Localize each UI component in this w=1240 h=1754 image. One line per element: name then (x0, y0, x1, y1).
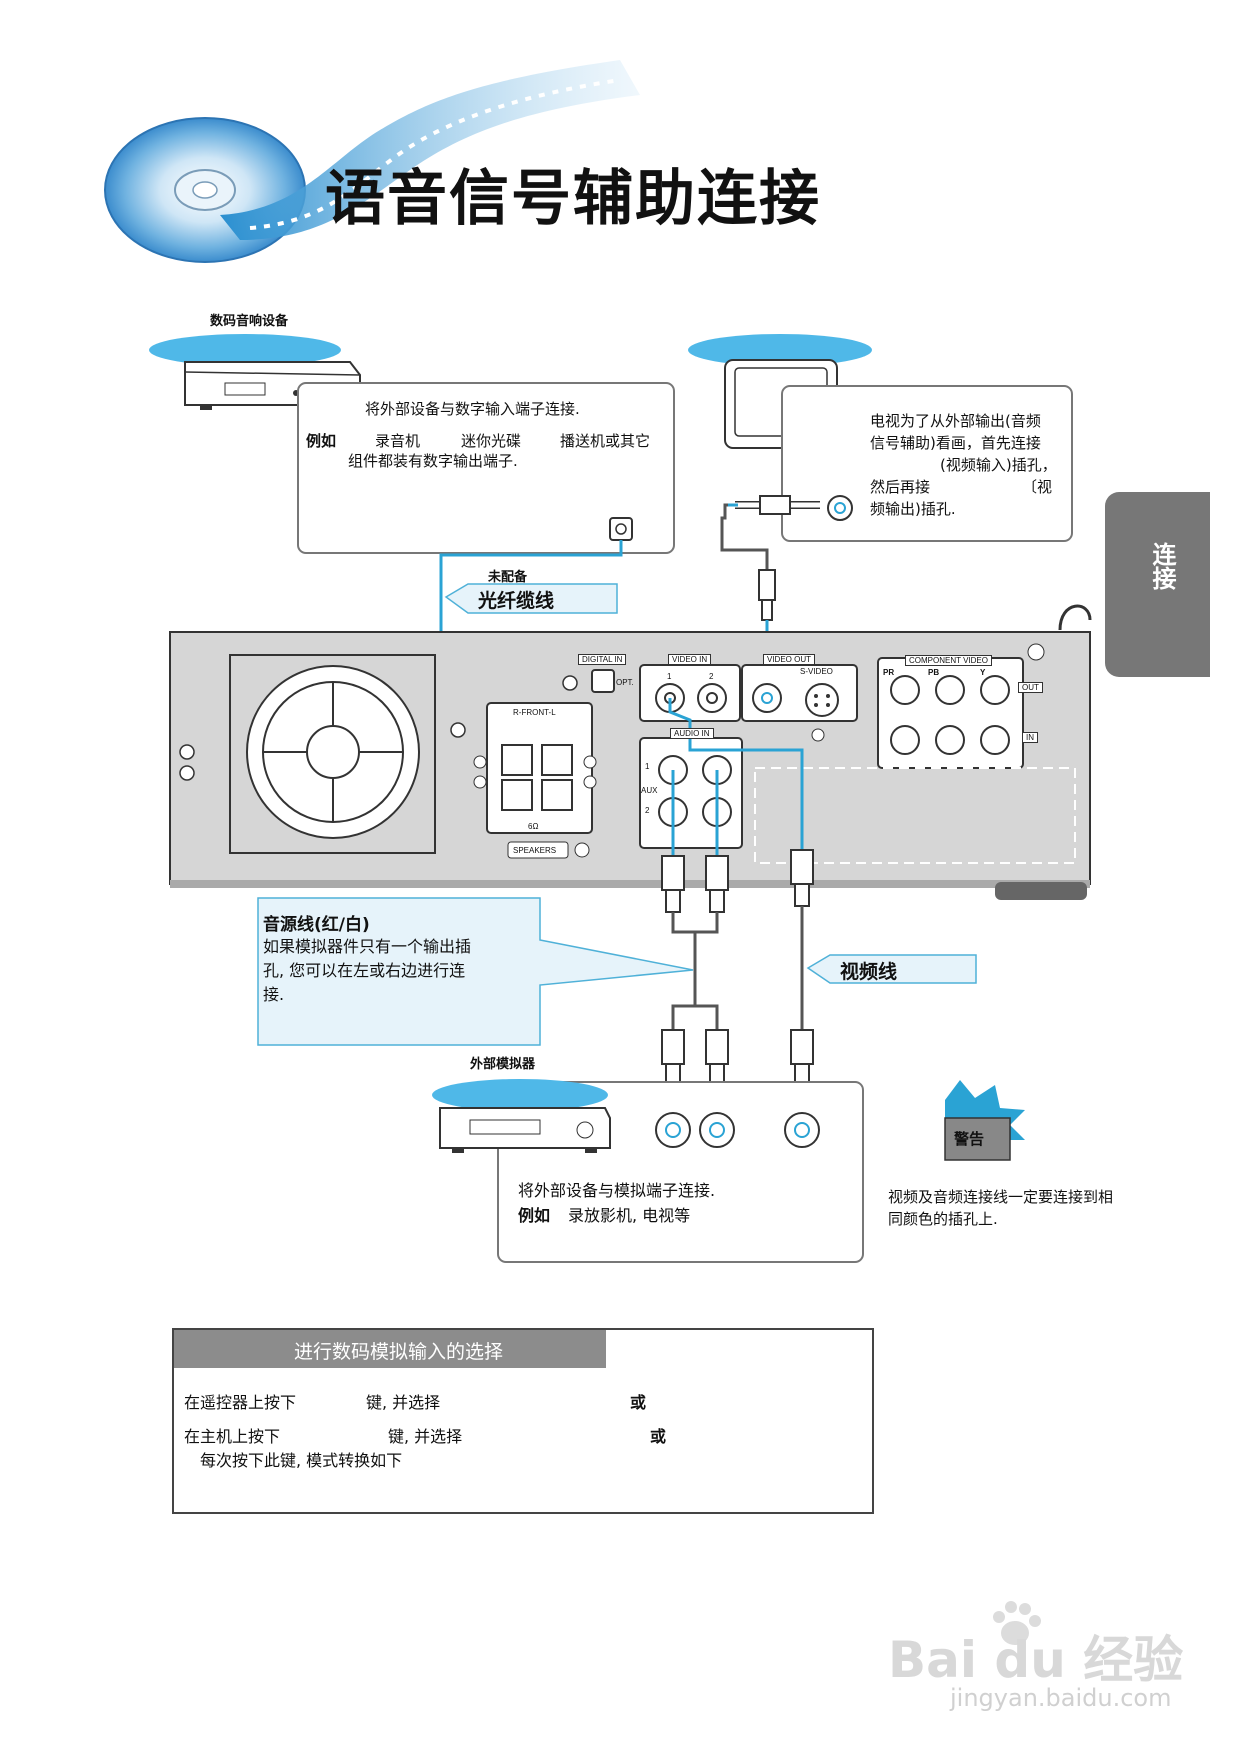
speakers-label: SPEAKERS (513, 846, 557, 855)
aux-1-label: 1 (645, 762, 650, 771)
selection-line1-or: 或 (630, 1393, 647, 1412)
selection-line3: 每次按下此键, 模式转换如下 (200, 1451, 403, 1470)
tv-text-line5: 〔视 (1022, 478, 1053, 496)
digital-in-label: DIGITAL IN (578, 654, 627, 665)
video-out-label: VIDEO OUT (763, 654, 816, 665)
analog-box-line2: 录放影机, 电视等 (568, 1206, 691, 1225)
selection-line2-a: 在主机上按下 (184, 1427, 281, 1446)
cd-film-decoration (104, 60, 640, 263)
out-label: OUT (1018, 682, 1043, 693)
digital-example-item-3: 播送机或其它 (560, 432, 651, 450)
video-cable-label: 视频线 (840, 961, 898, 983)
baidu-paw-icon (993, 1601, 1041, 1645)
warning-line1: 视频及音频连接线一定要连接到相 (888, 1188, 1114, 1206)
optical-note: 未配备 (488, 570, 528, 585)
watermark-url: jingyan.baidu.com (950, 1684, 1172, 1712)
analog-box-line1: 将外部设备与模拟端子连接. (518, 1181, 716, 1200)
pr-label: PR (883, 668, 895, 677)
video-in-1-label: 1 (667, 672, 672, 681)
digital-box-line3: 组件都装有数字输出端子. (348, 452, 518, 470)
page-title: 语音信号辅助连接 (325, 164, 821, 234)
tv-text-line1: 电视为了从外部输出(音频 (870, 412, 1041, 430)
tv-text-line4: 然后再接 (870, 478, 931, 496)
pb-label: PB (928, 668, 940, 677)
video-in-2-label: 2 (709, 672, 714, 681)
aux-2-label: 2 (645, 806, 650, 815)
r-front-l-label: R-FRONT-L (513, 708, 556, 717)
analog-device-label: 外部模拟器 (470, 1057, 536, 1072)
optical-cable-label: 光纤缆线 (478, 590, 555, 612)
selection-header: 进行数码模拟输入的选择 (174, 1330, 606, 1368)
digital-box-line1: 将外部设备与数字输入端子连接. (365, 400, 580, 418)
ohm-label: 6Ω (528, 822, 539, 831)
digital-device-label: 数码音响设备 (210, 314, 289, 329)
audio-bubble-line1: 如果模拟器件只有一个输出插 (263, 937, 472, 956)
audio-bubble-line3: 接. (263, 985, 285, 1004)
section-tab: 连接 (1105, 492, 1210, 677)
audio-bubble-line2: 孔, 您可以在左或右边进行连 (263, 961, 466, 980)
selection-line1-b: 键, 并选择 (366, 1393, 441, 1412)
selection-line2-b: 键, 并选择 (388, 1427, 463, 1446)
tv-text-line6: 频输出)插孔. (870, 500, 956, 518)
input-selection-box: 进行数码模拟输入的选择 在遥控器上按下 键, 并选择 或 在主机上按下 键, 并… (172, 1328, 874, 1514)
audio-in-label: AUDIO IN (670, 728, 714, 739)
component-video-label: COMPONENT VIDEO (905, 655, 992, 666)
selection-line1-a: 在遥控器上按下 (184, 1393, 297, 1412)
opt-label: OPT. (616, 678, 634, 687)
aux-label: AUX (641, 786, 658, 795)
warning-badge: 警告 (954, 1130, 985, 1148)
tv-text-line3: (视频输入)插孔， (940, 456, 1057, 474)
warning-line2: 同颜色的插孔上. (888, 1210, 998, 1228)
s-video-label: S-VIDEO (800, 667, 833, 676)
watermark-logo: Bai du 经验 (888, 1631, 1184, 1689)
digital-example-item-1: 录音机 (375, 432, 421, 450)
selection-header-text: 进行数码模拟输入的选择 (294, 1341, 504, 1363)
analog-example-prefix: 例如 (518, 1206, 551, 1225)
audio-cable-title: 音源线(红/白) (263, 915, 370, 935)
in-label: IN (1022, 732, 1038, 743)
digital-example-item-2: 迷你光碟 (461, 432, 522, 450)
y-label: Y (980, 668, 986, 677)
tv-text-line2: 信号辅助)看画，首先连接 (870, 434, 1041, 452)
video-in-label: VIDEO IN (668, 654, 712, 665)
section-tab-label: 连接 (1148, 542, 1176, 590)
selection-line2-or: 或 (650, 1427, 667, 1446)
digital-example-prefix: 例如 (306, 432, 337, 450)
